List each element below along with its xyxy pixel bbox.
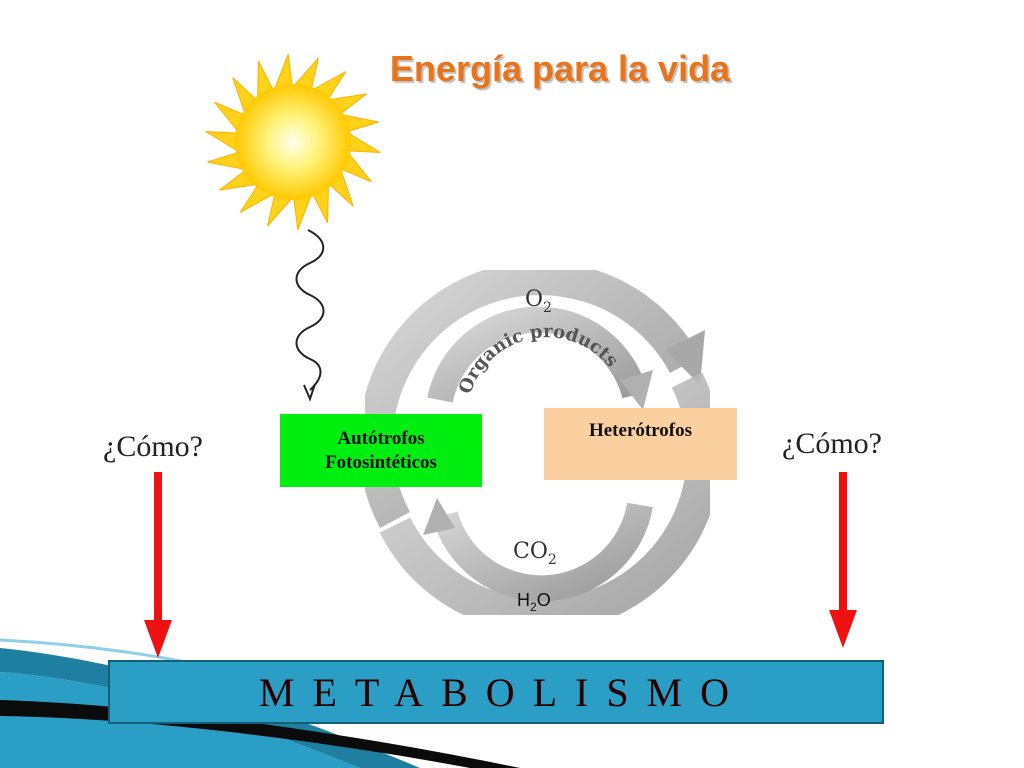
co2-label: CO2 [513,539,557,568]
autotrofos-box: Autótrofos Fotosintéticos [280,414,482,487]
sun-ray [273,53,293,90]
o2-label: O2 [525,287,552,316]
autotrofos-line2: Fotosintéticos [325,451,437,473]
metabolismo-banner: METABOLISMO [108,660,884,724]
slide-title: Energía para la vida [389,48,731,89]
down-arrow-icon [144,472,172,658]
heterotrofos-label: Heterótrofos [588,420,693,441]
como-left-label: ¿Cómo? [103,430,203,463]
autotrofos-line1: Autótrofos [337,427,425,449]
como-right-label: ¿Cómo? [782,427,882,460]
h2o-label: H2O [517,590,551,614]
sun-ray [205,131,239,152]
heterotrofos-box: Heterótrofos [544,408,737,480]
down-arrow-icon [829,472,857,648]
sun-ray [347,132,381,153]
sun-icon [205,53,381,231]
light-wave-icon [295,229,325,402]
